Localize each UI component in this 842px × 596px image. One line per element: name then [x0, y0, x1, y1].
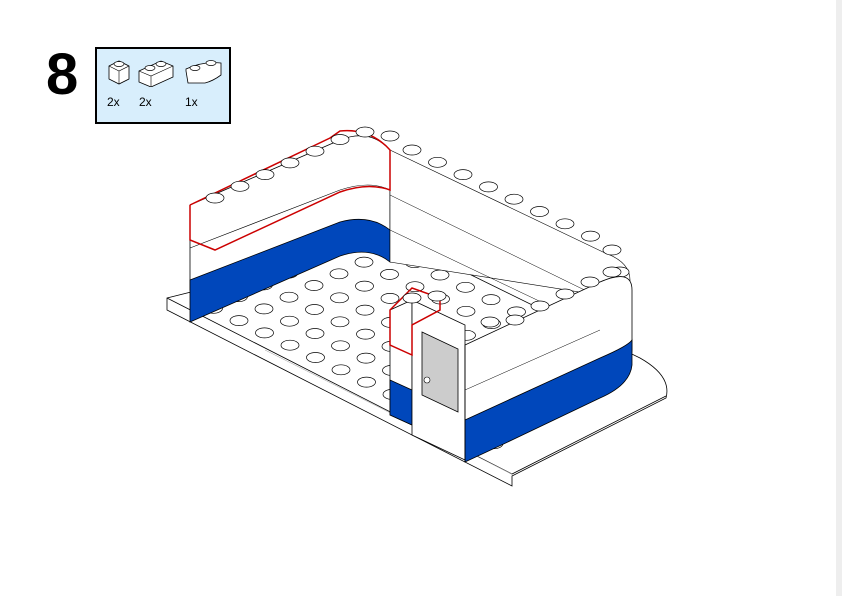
stud	[555, 218, 575, 230]
stud	[602, 244, 622, 256]
stud	[479, 181, 498, 193]
stud	[456, 305, 476, 317]
stud	[428, 156, 447, 168]
stud	[456, 281, 475, 293]
stud	[305, 145, 325, 157]
stud	[530, 300, 550, 312]
stud	[279, 291, 299, 303]
stud	[229, 315, 249, 326]
stud	[355, 304, 375, 316]
stud	[356, 328, 375, 340]
stud	[354, 256, 374, 268]
stud	[355, 280, 374, 292]
stud	[356, 352, 376, 364]
stud	[255, 169, 275, 180]
stud	[505, 314, 525, 326]
stud	[481, 294, 501, 305]
stud	[330, 134, 350, 145]
parts-callout: 2x 2x 1x	[95, 47, 231, 124]
stud	[331, 340, 350, 352]
stud	[329, 268, 349, 280]
stud	[254, 303, 274, 315]
door-knob	[423, 376, 431, 384]
stud	[402, 292, 422, 304]
stud	[330, 316, 350, 328]
wall-studs	[205, 126, 630, 278]
stud	[306, 352, 325, 363]
stud	[330, 292, 349, 304]
stud	[357, 376, 376, 388]
brick-1x2-icon	[138, 60, 174, 87]
stud	[580, 276, 600, 288]
stud	[380, 130, 400, 142]
stud	[331, 364, 351, 376]
stud	[230, 180, 250, 192]
stud	[380, 269, 399, 280]
part-quantity: 2x	[139, 95, 152, 109]
stud	[555, 288, 575, 300]
brick-1x1-icon	[108, 60, 130, 85]
stud	[602, 266, 622, 278]
page-edge	[836, 0, 842, 596]
stud	[355, 126, 375, 138]
stud	[453, 169, 473, 180]
brick-round-corner-icon	[185, 60, 222, 84]
part-quantity: 2x	[107, 95, 120, 109]
stud	[255, 327, 274, 339]
stud	[405, 281, 425, 293]
stud	[205, 192, 225, 204]
stud	[480, 316, 500, 328]
stud	[305, 304, 324, 315]
part-quantity: 1x	[185, 95, 198, 109]
stud	[280, 315, 299, 327]
stud	[504, 193, 524, 205]
stud	[581, 230, 600, 242]
stud	[305, 328, 325, 339]
stud	[430, 269, 450, 281]
stud	[427, 290, 447, 302]
stud	[402, 144, 422, 156]
step-number: 8	[46, 42, 79, 107]
front-wall-studs	[402, 266, 622, 328]
front-wall	[389, 276, 633, 463]
stud	[280, 157, 300, 169]
stud	[304, 280, 324, 291]
stud	[530, 206, 549, 217]
door-icon	[421, 331, 459, 413]
stud	[380, 293, 400, 304]
stud	[280, 339, 300, 351]
